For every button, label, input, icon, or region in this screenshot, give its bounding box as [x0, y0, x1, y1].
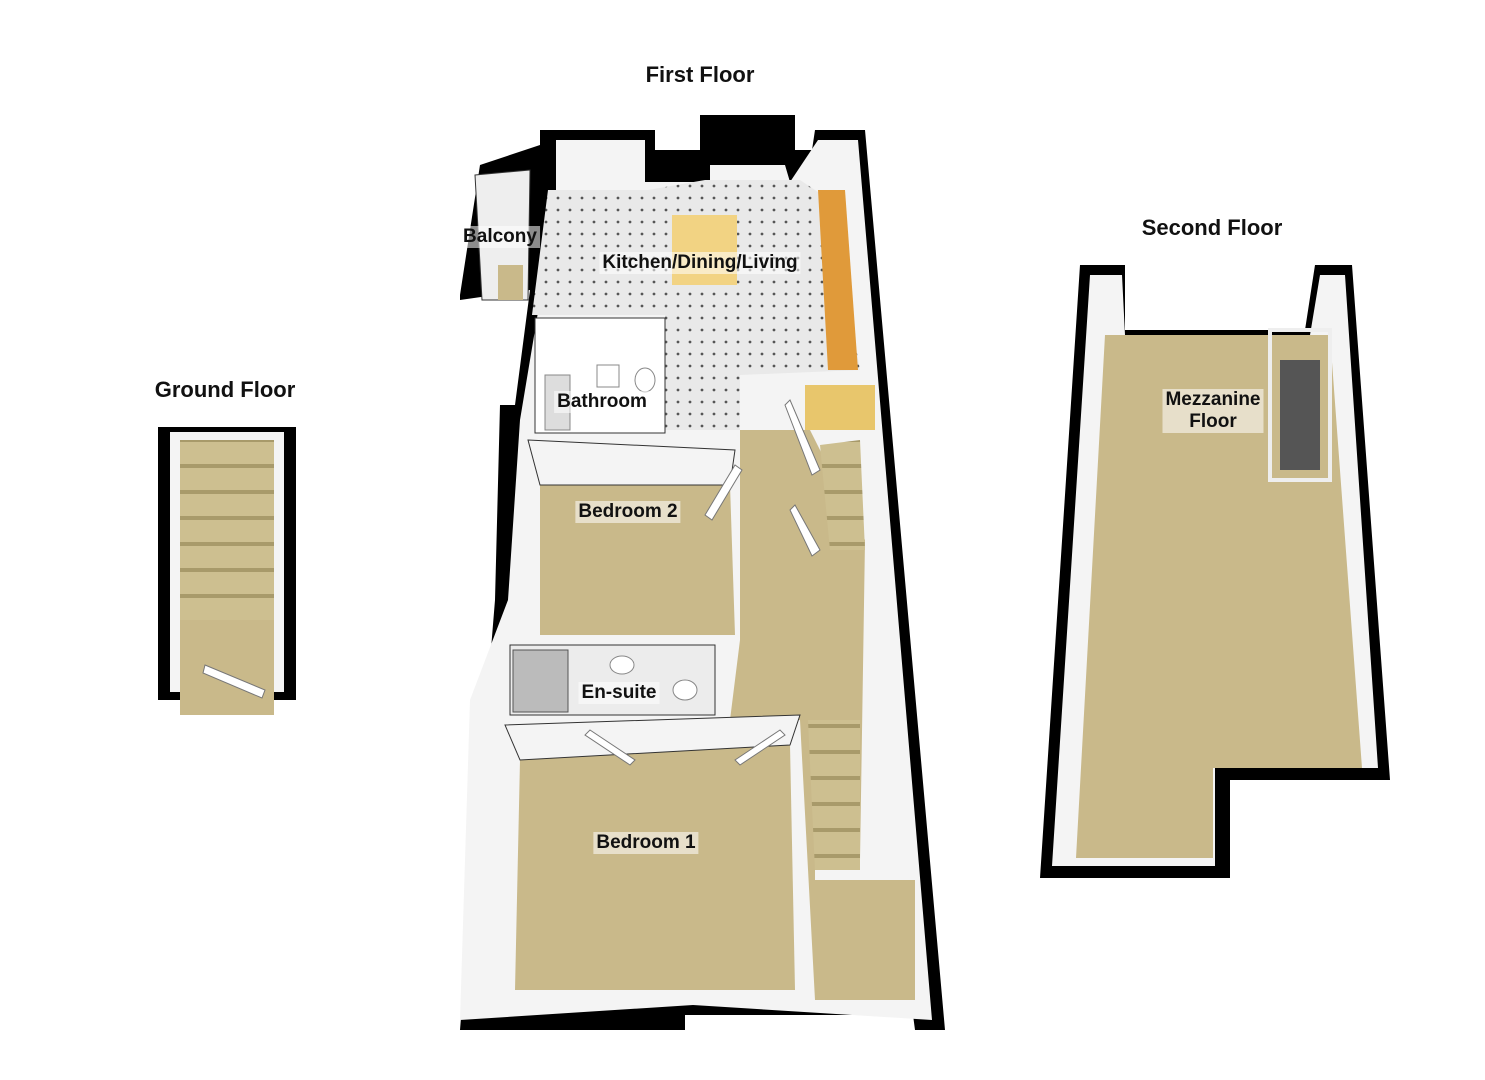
room-label-ensuite: En-suite [578, 682, 660, 704]
first-floor-plan [460, 115, 945, 1030]
first-floor-title: First Floor [645, 62, 755, 87]
first-floor-stairs-down [808, 720, 860, 870]
room-label-bedroom2: Bedroom 2 [575, 501, 681, 523]
room-label-bedroom1: Bedroom 1 [593, 832, 699, 854]
ground-staircase [180, 440, 274, 620]
mezzanine-void [1280, 360, 1320, 470]
room-label-bathroom: Bathroom [554, 391, 650, 413]
kitchen-island [672, 215, 737, 285]
room-label-balcony: Balcony [460, 226, 540, 248]
mezzanine-label-line1: Mezzanine [1165, 389, 1261, 410]
ground-floor-title: Ground Floor [154, 377, 296, 402]
mezzanine-railing [1268, 328, 1332, 482]
bedroom1-floor [515, 745, 795, 990]
kitchen-worktop [818, 190, 858, 370]
kitchen-floor [532, 180, 860, 430]
first-floor-stairs-up [820, 440, 865, 550]
room-label-kitchen: Kitchen/Dining/Living [599, 252, 801, 274]
front-door [202, 664, 266, 699]
mezzanine-label-line2: Floor [1189, 411, 1237, 432]
ground-floor-plan [158, 427, 296, 715]
room-label-mezzanine: Mezzanine Floor [1162, 389, 1264, 433]
second-floor-plan [1040, 265, 1390, 878]
second-floor-title: Second Floor [1141, 215, 1283, 240]
